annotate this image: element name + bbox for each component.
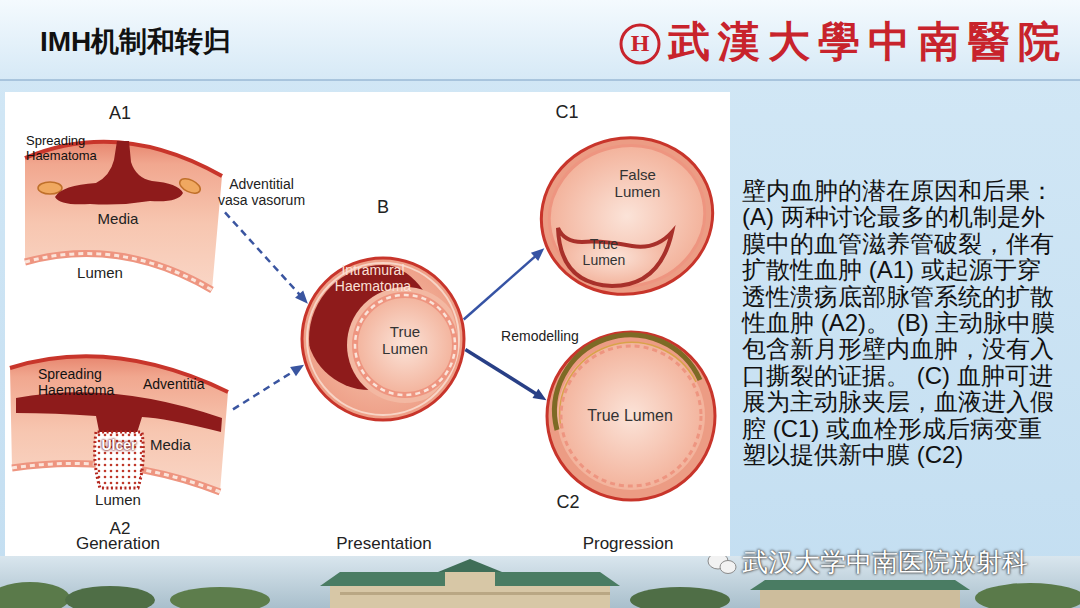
part-label: False Lumen <box>600 166 675 201</box>
vessel-shape <box>16 392 222 436</box>
logo-mark: H <box>628 30 652 58</box>
vessel-ring <box>347 287 463 403</box>
part-label: Media <box>88 210 148 227</box>
arrow-head <box>290 365 304 377</box>
slide-title: IMH机制和转归 <box>40 26 231 58</box>
stage-caption: Presentation <box>324 534 444 554</box>
fill-rect <box>445 570 495 586</box>
flow-arrow <box>465 349 546 400</box>
vessel-shape <box>25 254 212 290</box>
fill-rect <box>760 588 960 608</box>
true-lumen: True Lumen <box>352 292 458 398</box>
vessel-ring <box>547 332 715 500</box>
stage-caption: Generation <box>58 534 178 554</box>
header-rule <box>0 79 1080 81</box>
arrow-head <box>531 248 544 261</box>
vessel-ellipse <box>38 182 62 194</box>
part-label: True Lumen <box>575 407 685 425</box>
panel-letter: A1 <box>95 103 145 124</box>
vessel-ellipse <box>0 582 70 608</box>
wechat-icon <box>708 553 736 574</box>
part-label: Adventitia <box>143 376 223 392</box>
aorta-cross-section: BIntramural HaematomaTrue Lumen <box>300 256 466 422</box>
vessel-shape <box>560 342 696 428</box>
fill-rect <box>330 585 610 608</box>
vessel-ellipse <box>527 122 728 310</box>
panel-letter: C2 <box>548 492 588 513</box>
watermark: 武汉大学中南医院放射科 <box>742 548 1028 578</box>
part-label: Lumen <box>70 264 130 281</box>
vessel-shape <box>10 356 228 492</box>
vessel-ring <box>355 295 455 395</box>
note-text: (A) 两种讨论最多的机制是外膜中的血管滋养管破裂，伴有扩散性血肿 (A1) 或… <box>742 204 1064 468</box>
stage-caption: Progression <box>568 534 688 554</box>
roof-shape <box>750 580 970 590</box>
panel-letter: B <box>363 197 403 218</box>
dashed-arrow <box>233 365 304 410</box>
logo-text: 武漢大學中南醫院 <box>668 18 1068 66</box>
vessel-shape <box>555 335 700 430</box>
part-label: Spreading Haematoma <box>38 366 128 398</box>
arrow-head <box>295 290 308 303</box>
artery-wall-segment: A1Spreading HaematomaMediaLumen <box>20 118 225 298</box>
note-heading: 壁内血肿的潜在原因和后果： <box>742 178 1064 204</box>
shape-group <box>306 262 463 403</box>
part-label: Lumen <box>88 491 148 508</box>
connector-line <box>465 349 537 394</box>
arrow-head <box>533 389 547 401</box>
connector-line <box>464 256 536 320</box>
part-label: Ulcer <box>88 437 150 453</box>
aorta-cross-section: C2True Lumen <box>545 330 717 502</box>
vessel-ellipse <box>975 583 1080 608</box>
roof-shape <box>438 559 502 572</box>
flow-arrow <box>464 248 545 319</box>
figure-panel <box>5 92 730 556</box>
true-lumen: True Lumen <box>553 222 675 290</box>
vessel-ring <box>302 258 464 420</box>
edge-label: Remodelling <box>490 328 590 344</box>
vessel-ellipse <box>65 586 155 608</box>
part-label: Spreading Haematoma <box>26 134 111 164</box>
ulcer-crater: Ulcer <box>88 428 150 490</box>
vessel-ellipse <box>720 561 736 574</box>
vessel-shape <box>25 254 212 290</box>
vessel-ellipse <box>630 587 730 608</box>
panel-letter: C1 <box>547 102 587 123</box>
part-label: Intramural Haematoma <box>318 262 428 294</box>
dashed-arrow <box>225 212 308 303</box>
vessel-shape <box>25 142 222 290</box>
edge-label: Adventitial vasa vasorum <box>214 176 309 208</box>
vessel-shape <box>558 228 672 286</box>
vessel-ring <box>307 263 459 415</box>
vessel-ring <box>355 295 455 395</box>
vessel-ellipse <box>170 587 270 608</box>
part-label: Media <box>150 436 210 453</box>
connector-line <box>233 371 295 410</box>
connector-line <box>225 212 300 295</box>
vessel-ellipse <box>536 131 718 300</box>
fill-rect <box>340 592 610 595</box>
artery-wall-segment: Spreading HaematomaAdventitiaMediaLumenA… <box>8 355 233 513</box>
header-band <box>0 0 1080 80</box>
aorta-cross-section: C1False LumenTrue Lumen <box>537 134 717 298</box>
part-label: True Lumen <box>370 323 440 358</box>
vessel-ring <box>561 346 701 486</box>
part-label: True Lumen <box>569 236 639 268</box>
vessel-ring <box>557 342 705 490</box>
logo-ring <box>621 25 659 63</box>
